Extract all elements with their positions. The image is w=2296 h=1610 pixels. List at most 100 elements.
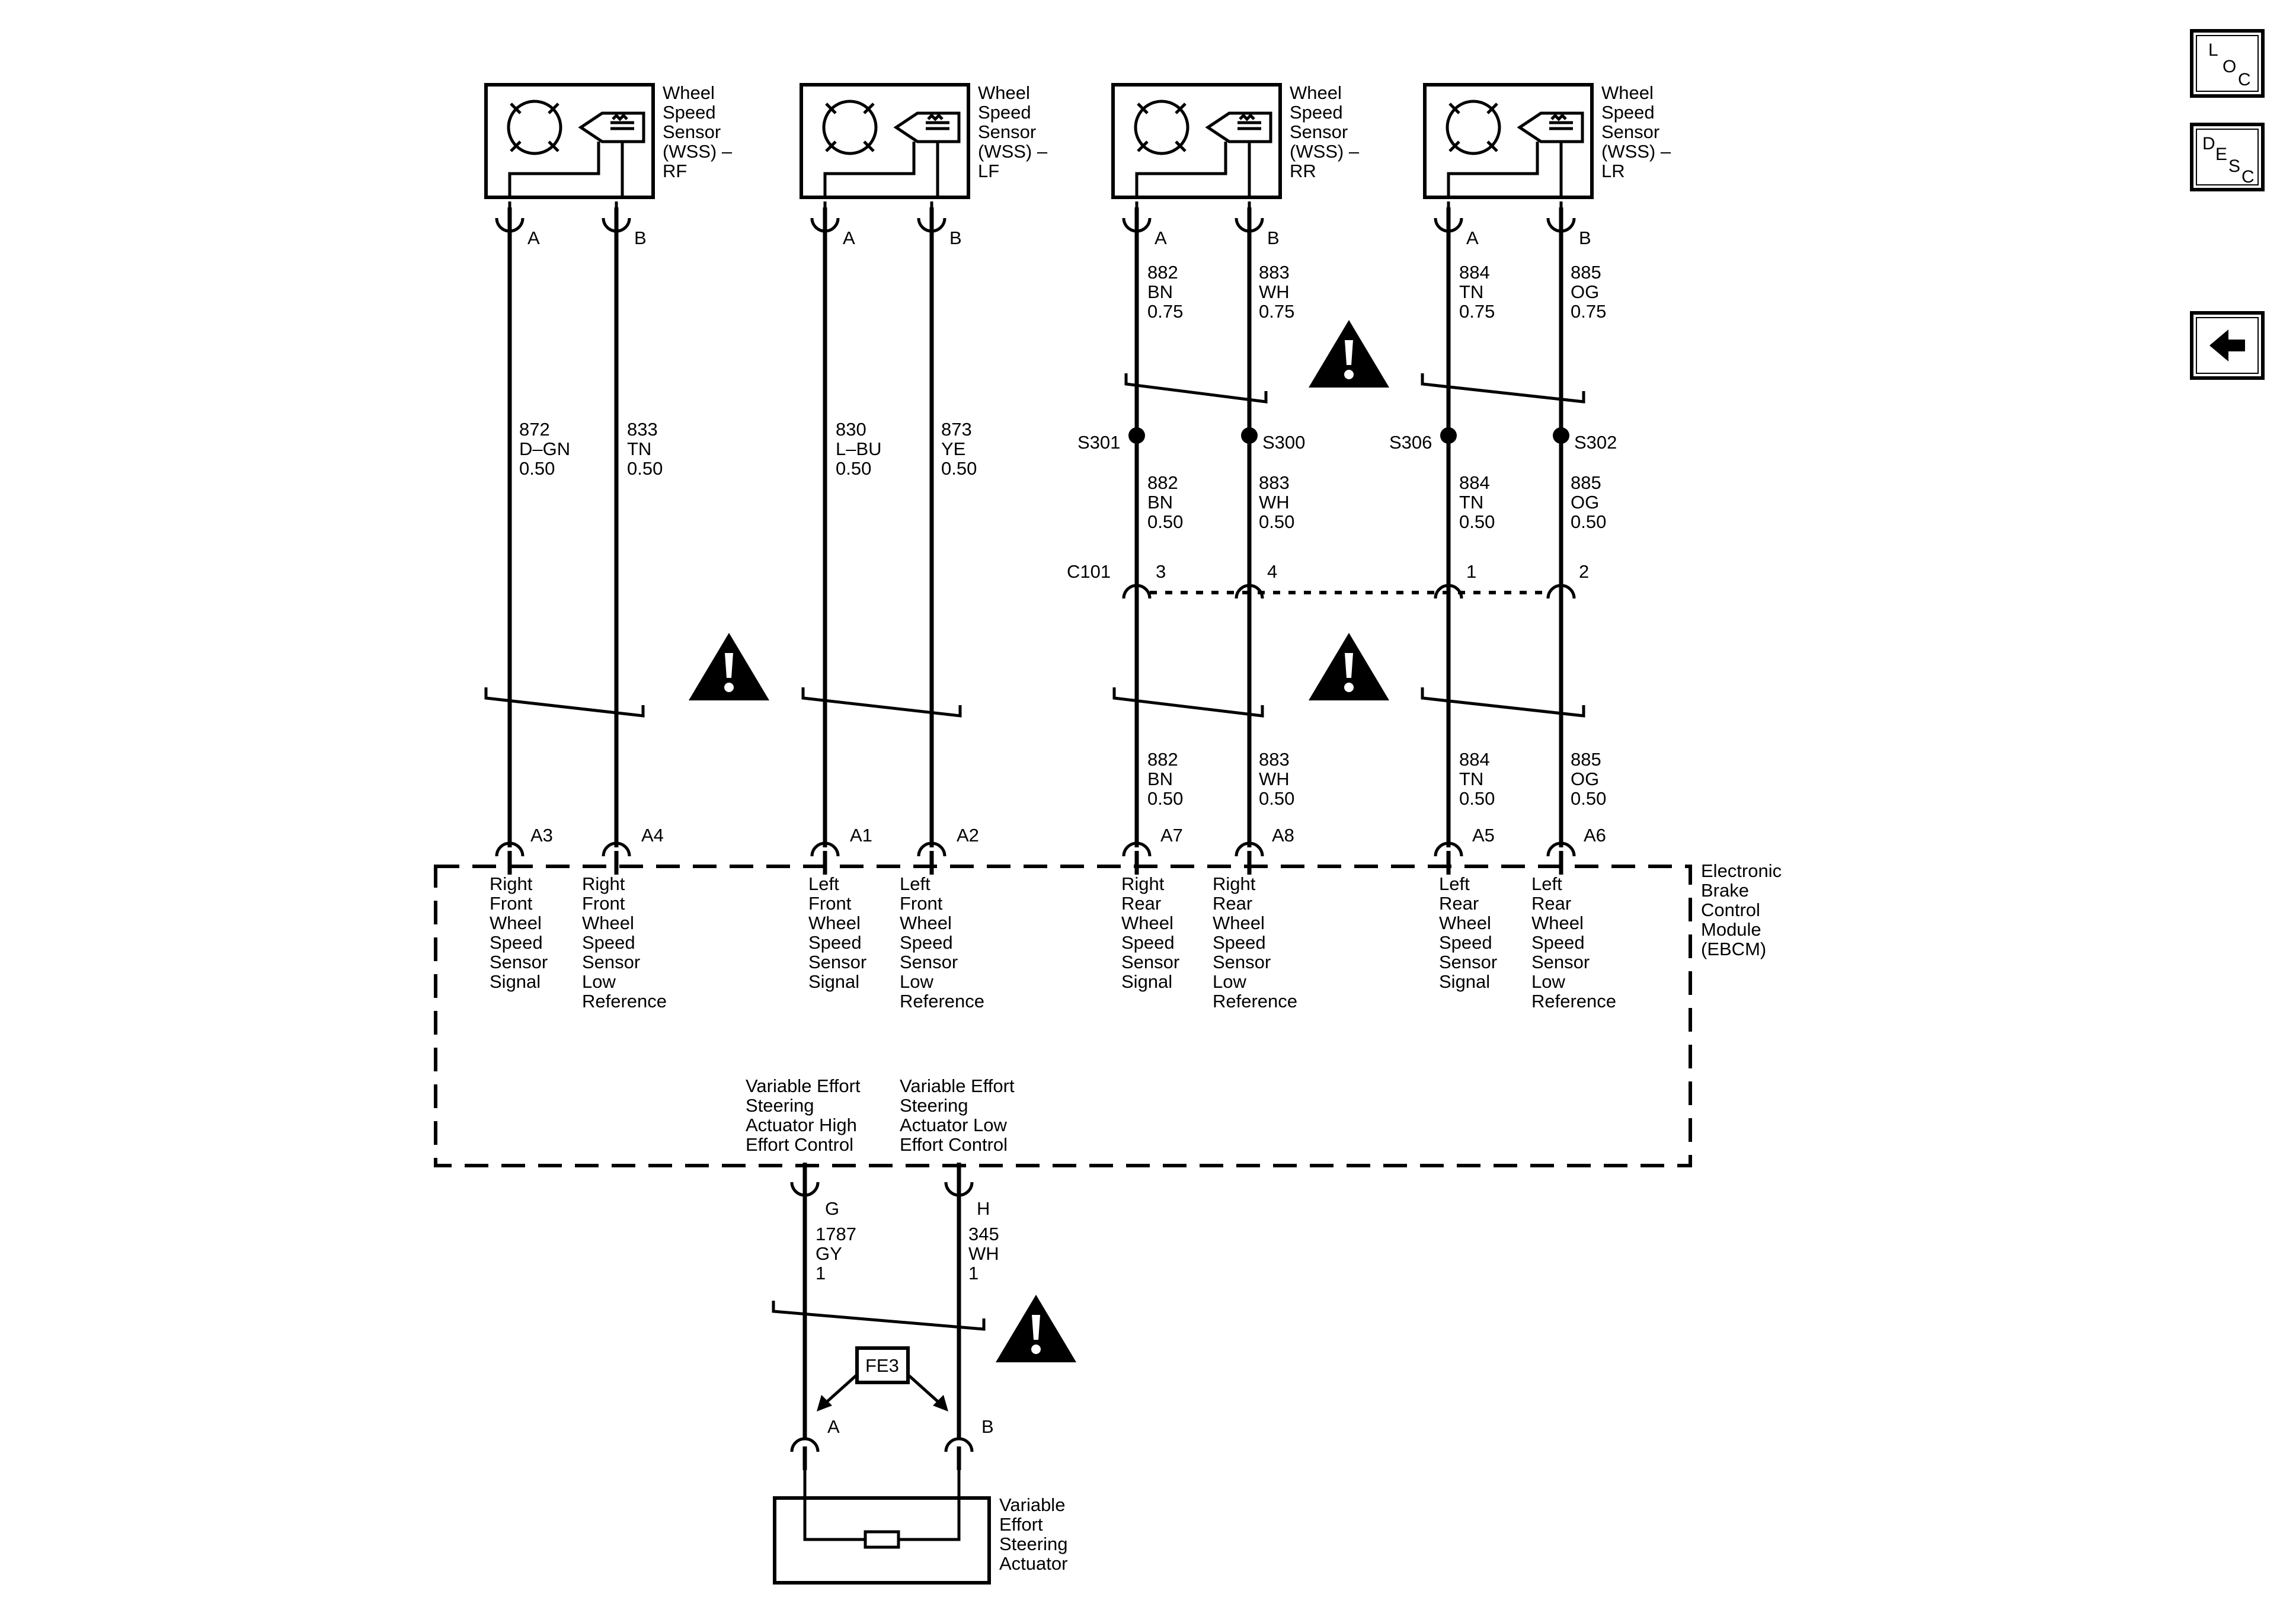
splice-s301 — [1128, 427, 1145, 444]
ebcm-module — [434, 865, 1692, 1167]
svg-text:0.75: 0.75 — [1571, 301, 1606, 322]
steering-pins: G H — [790, 1163, 990, 1219]
svg-text:882: 882 — [1147, 262, 1178, 283]
sensor-rf — [484, 83, 655, 199]
svg-text:A: A — [843, 228, 855, 248]
svg-text:A5: A5 — [1472, 825, 1495, 846]
svg-text:884: 884 — [1459, 749, 1490, 770]
svg-text:S301: S301 — [1077, 432, 1120, 453]
svg-text:883: 883 — [1259, 472, 1290, 493]
svg-text:0.50: 0.50 — [1571, 511, 1606, 532]
svg-text:C101: C101 — [1067, 561, 1111, 582]
sensor-lf-label: Wheel Speed Sensor (WSS) – LF — [978, 82, 1053, 181]
svg-text:FE3: FE3 — [865, 1355, 899, 1376]
svg-text:BN: BN — [1147, 492, 1173, 513]
svg-text:E: E — [2215, 145, 2227, 164]
svg-text:TN: TN — [627, 438, 651, 459]
svg-text:OG: OG — [1571, 492, 1599, 513]
svg-text:A7: A7 — [1160, 825, 1183, 846]
warning-icon — [1309, 320, 1389, 388]
svg-text:A1: A1 — [850, 825, 872, 846]
svg-text:884: 884 — [1459, 472, 1490, 493]
svg-text:A: A — [827, 1416, 840, 1437]
svg-text:TN: TN — [1459, 281, 1483, 302]
ebcm-pin-connectors: A3 A4 A1 A2 A7 A8 A5 A6 — [495, 825, 1606, 875]
option-fe3: FE3 — [817, 1346, 948, 1411]
actuator-label: Variable Effort Steering Actuator — [999, 1494, 1073, 1574]
svg-text:0.50: 0.50 — [941, 458, 977, 479]
svg-text:C: C — [2238, 70, 2251, 89]
svg-text:1787: 1787 — [816, 1224, 856, 1244]
svg-text:872: 872 — [519, 419, 550, 440]
svg-text:2: 2 — [1579, 561, 1589, 582]
splice-s300 — [1241, 427, 1258, 444]
svg-text:884: 884 — [1459, 262, 1490, 283]
svg-text:D: D — [2202, 134, 2215, 153]
sensor-rr — [1111, 83, 1282, 199]
svg-text:1: 1 — [816, 1263, 826, 1283]
svg-text:4: 4 — [1267, 561, 1277, 582]
actuator — [773, 1470, 991, 1585]
sensor-rf-label: Wheel Speed Sensor (WSS) – RF — [663, 82, 737, 181]
svg-text:883: 883 — [1259, 262, 1290, 283]
svg-text:OG: OG — [1571, 769, 1599, 789]
svg-text:L: L — [2208, 40, 2218, 60]
rear-upper-wire-labels: 882 BN 0.75 883 WH 0.75 884 TN 0.75 885 … — [1147, 262, 1606, 322]
svg-text:C: C — [2241, 167, 2255, 187]
sensor-pins: A B A B A B A B — [527, 228, 1591, 248]
svg-text:1: 1 — [1466, 561, 1476, 582]
svg-text:0.50: 0.50 — [1147, 511, 1183, 532]
svg-text:0.50: 0.50 — [1459, 511, 1495, 532]
desc-button[interactable]: D E S C — [2190, 123, 2265, 191]
splice-s302 — [1553, 427, 1569, 444]
svg-text:WH: WH — [1259, 769, 1290, 789]
svg-text:0.50: 0.50 — [836, 458, 871, 479]
splices: S301 S300 S306 S302 — [1077, 427, 1617, 453]
svg-text:B: B — [949, 228, 962, 248]
svg-text:3: 3 — [1156, 561, 1166, 582]
svg-text:882: 882 — [1147, 749, 1178, 770]
sensor-lr-label: Wheel Speed Sensor (WSS) – LR — [1601, 82, 1676, 181]
svg-text:A3: A3 — [530, 825, 553, 846]
svg-text:S306: S306 — [1389, 432, 1432, 453]
svg-text:B: B — [1579, 228, 1591, 248]
svg-text:O: O — [2223, 57, 2236, 76]
svg-text:345: 345 — [968, 1224, 999, 1244]
svg-text:0.75: 0.75 — [1147, 301, 1183, 322]
left-arrow-icon — [2209, 329, 2245, 361]
svg-text:B: B — [981, 1416, 994, 1437]
wires — [507, 207, 1563, 1440]
splice-s306 — [1440, 427, 1457, 444]
back-button[interactable] — [2190, 311, 2265, 380]
svg-text:0.50: 0.50 — [1459, 788, 1495, 809]
svg-text:TN: TN — [1459, 492, 1483, 513]
svg-text:WH: WH — [1259, 492, 1290, 513]
warning-icon — [996, 1295, 1076, 1362]
svg-text:0.50: 0.50 — [1571, 788, 1606, 809]
loc-button[interactable]: L O C — [2190, 29, 2265, 98]
actuator-pins: A B — [790, 1416, 994, 1470]
sensor-lf — [800, 83, 970, 199]
svg-text:883: 883 — [1259, 749, 1290, 770]
svg-text:BN: BN — [1147, 281, 1173, 302]
svg-text:S: S — [2228, 156, 2240, 176]
svg-text:H: H — [977, 1198, 990, 1219]
svg-text:0.75: 0.75 — [1459, 301, 1495, 322]
svg-text:A: A — [527, 228, 540, 248]
svg-text:0.50: 0.50 — [1259, 511, 1294, 532]
svg-text:833: 833 — [627, 419, 658, 440]
svg-text:A6: A6 — [1584, 825, 1606, 846]
rear-mid-wire-labels: 882 BN 0.50 883 WH 0.50 884 TN 0.50 885 … — [1147, 472, 1606, 532]
svg-text:873: 873 — [941, 419, 972, 440]
svg-text:A2: A2 — [957, 825, 979, 846]
svg-text:L–BU: L–BU — [836, 438, 882, 459]
svg-text:WH: WH — [968, 1243, 999, 1264]
svg-text:0.50: 0.50 — [1147, 788, 1183, 809]
